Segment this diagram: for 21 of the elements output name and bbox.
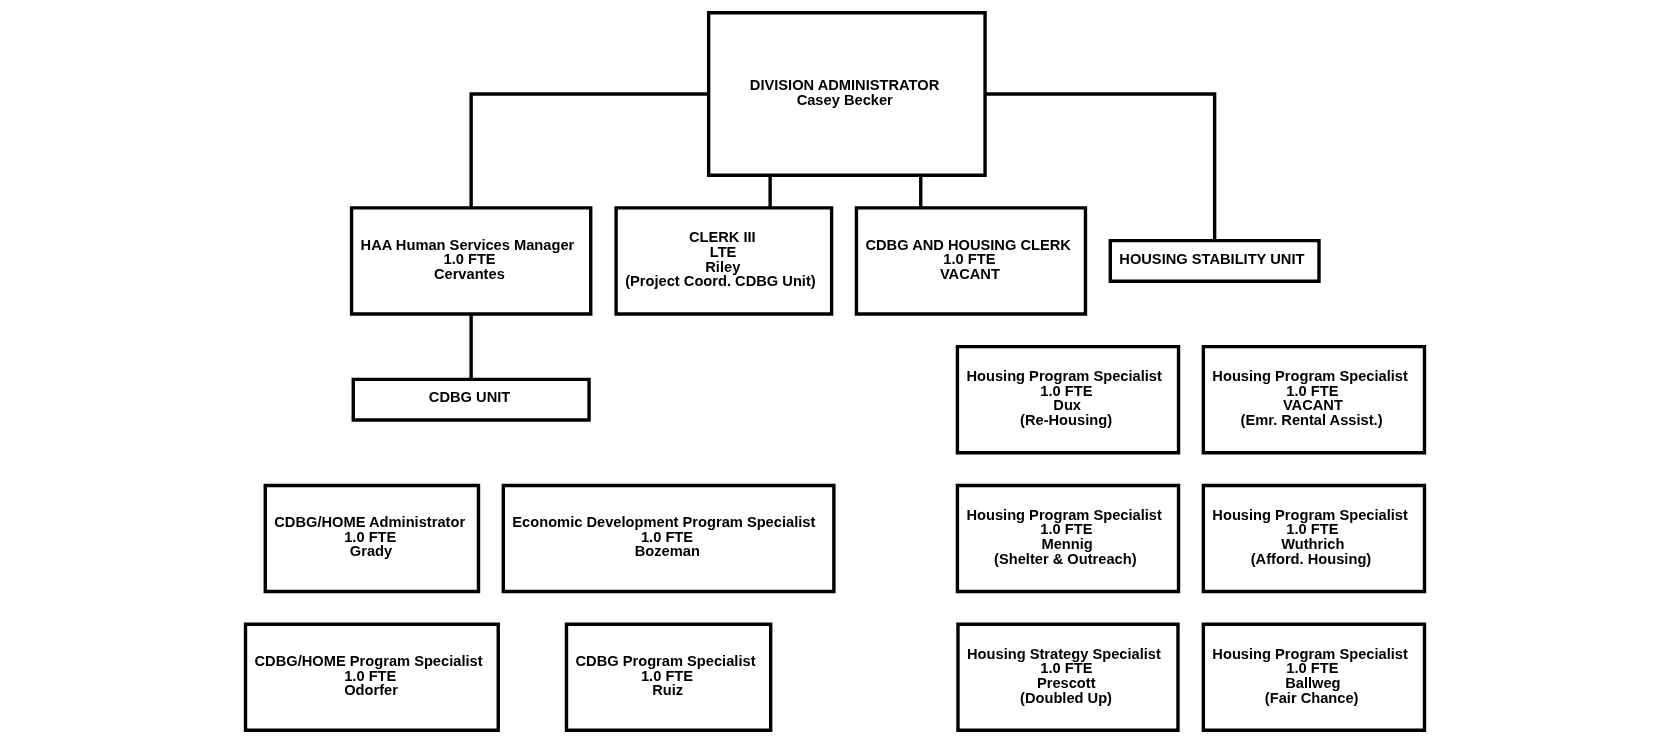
node-box: Housing Program Specialist 1.0 FTE Ballweg (Fair Chance) [1201, 622, 1426, 732]
connector [468, 314, 473, 380]
node-box: CLERK III LTE Riley (Project Coord. CDBG Unit) [613, 206, 833, 316]
node-box: Housing Strategy Specialist 1.0 FTE Prescott (Doubled Up) [955, 622, 1180, 732]
node-box: Economic Development Program Specialist 1.0 FTE Bozeman [501, 483, 836, 594]
node-box: HAA Human Services Manager 1.0 FTE Cervantes [349, 206, 592, 316]
node-box: CDBG UNIT [351, 377, 591, 422]
node-box: Housing Program Specialist 1.0 FTE Mennig (Shelter & Outreach) [955, 483, 1180, 594]
node-box: Housing Program Specialist 1.0 FTE Dux (Re-Housing) [955, 345, 1180, 455]
connector [468, 92, 709, 208]
connector [767, 175, 772, 208]
node-box: CDBG/HOME Program Specialist 1.0 FTE Odorfer [243, 622, 500, 732]
node-box: CDBG/HOME Administrator 1.0 FTE Grady [263, 483, 480, 594]
node-box: Housing Program Specialist 1.0 FTE VACANT (Emr. Rental Assist.) [1201, 345, 1426, 455]
node-box: CDBG Program Specialist 1.0 FTE Ruiz [564, 622, 772, 732]
node-box: HOUSING STABILITY UNIT [1108, 238, 1321, 283]
node-box: DIVISION ADMINISTRATOR Casey Becker [706, 11, 987, 177]
connector [984, 92, 1216, 241]
node-box: CDBG AND HOUSING CLERK 1.0 FTE VACANT [854, 206, 1087, 316]
connector [918, 175, 922, 208]
node-box: Housing Program Specialist 1.0 FTE Wuthrich (Afford. Housing) [1201, 483, 1426, 594]
